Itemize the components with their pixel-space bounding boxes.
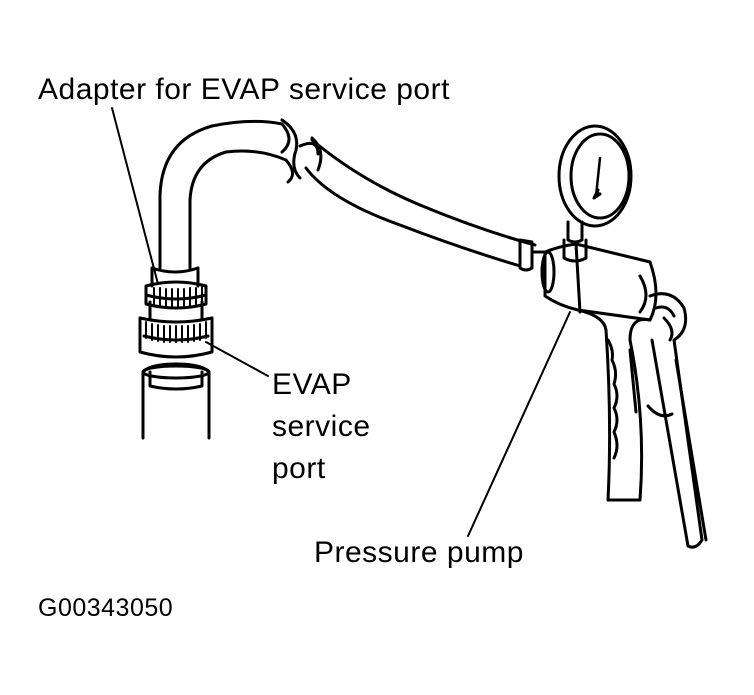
adapter-fittings [138, 266, 214, 359]
service-port-label: EVAP service port [272, 364, 371, 490]
pressure-pump-label: Pressure pump [314, 536, 524, 569]
service-port-label-line3: port [272, 452, 326, 485]
hose [158, 118, 537, 270]
service-port-label-line2: service [272, 410, 371, 443]
service-port-tube [141, 362, 211, 440]
pump-body [518, 238, 658, 322]
service-port-label-line1: EVAP [272, 368, 352, 401]
pressure-pump-leader-line [467, 311, 571, 537]
figure-code: G00343050 [38, 594, 174, 622]
pump-grip [576, 308, 652, 502]
adapter-leader-line [111, 107, 159, 285]
adapter-label: Adapter for EVAP service port [38, 73, 450, 106]
pressure-gauge [557, 124, 633, 263]
service-port-leader-line [205, 341, 269, 377]
leader-lines [111, 107, 571, 537]
pump-lever [646, 292, 708, 549]
